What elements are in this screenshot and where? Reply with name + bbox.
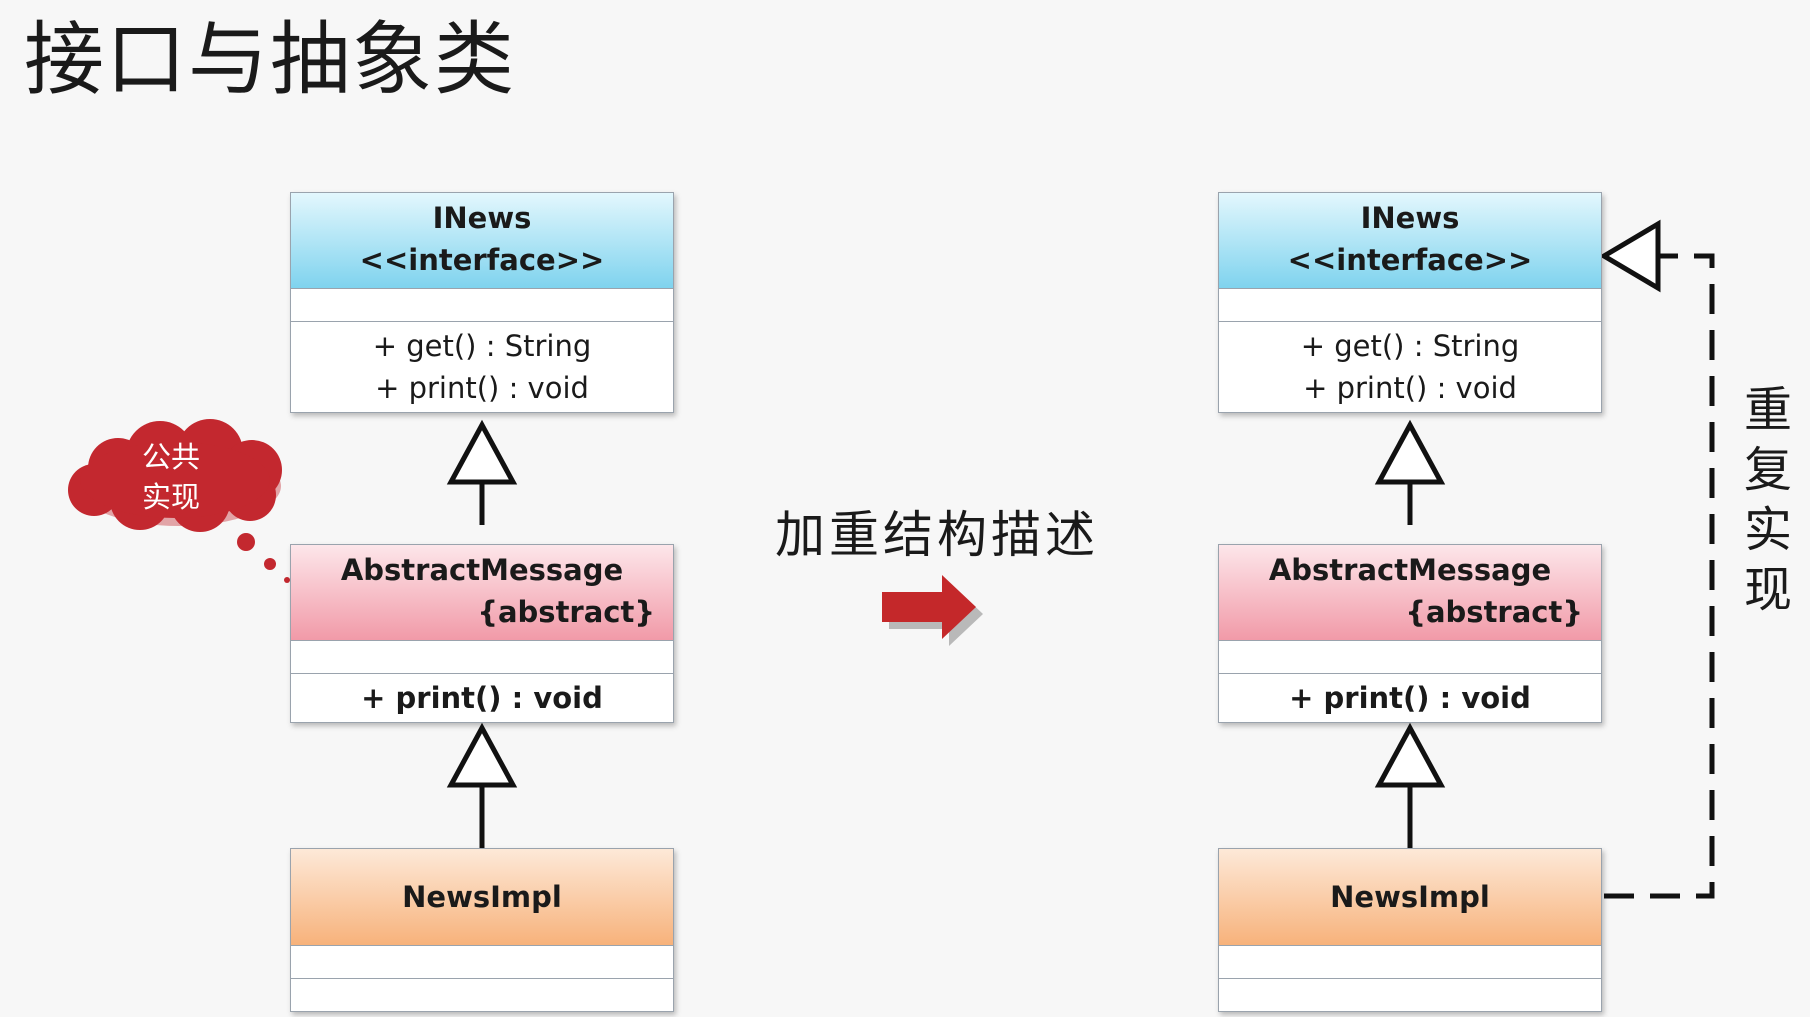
operation: + get() : String bbox=[1300, 329, 1520, 363]
right-impl-class: NewsImpl bbox=[1218, 848, 1602, 1012]
class-name: AbstractMessage bbox=[1268, 553, 1552, 587]
attribute-compartment bbox=[291, 945, 673, 978]
right-generalization-abstract-to-interface bbox=[1374, 419, 1446, 525]
operation-compartment: + print() : void bbox=[291, 673, 673, 722]
operation-compartment: + get() : String + print() : void bbox=[1219, 321, 1601, 412]
operation-compartment bbox=[291, 978, 673, 1011]
middle-label: 加重结构描述 bbox=[775, 506, 1099, 564]
left-interface-class: INews <<interface>> + get() : String + p… bbox=[290, 192, 674, 413]
slide-title: 接口与抽象类 bbox=[24, 13, 516, 106]
class-name: NewsImpl bbox=[1219, 849, 1601, 945]
operation: + print() : void bbox=[375, 371, 589, 405]
right-generalization-impl-to-abstract bbox=[1374, 722, 1446, 848]
stereotype: {abstract} bbox=[477, 595, 655, 629]
class-name: NewsImpl bbox=[291, 849, 673, 945]
cloud-label: 公共实现 bbox=[141, 440, 200, 514]
left-generalization-impl-to-abstract bbox=[446, 722, 518, 848]
attribute-compartment bbox=[1219, 640, 1601, 673]
class-name: INews bbox=[432, 201, 532, 235]
attribute-compartment bbox=[291, 288, 673, 321]
operation: + print() : void bbox=[1289, 681, 1531, 715]
transform-arrow-icon bbox=[882, 575, 983, 646]
class-name: AbstractMessage bbox=[340, 553, 624, 587]
operation-compartment: + get() : String + print() : void bbox=[291, 321, 673, 412]
operation-compartment: + print() : void bbox=[1219, 673, 1601, 722]
attribute-compartment bbox=[1219, 945, 1601, 978]
operation: + get() : String bbox=[372, 329, 592, 363]
stereotype: <<interface>> bbox=[1287, 243, 1533, 277]
class-name: INews bbox=[1360, 201, 1460, 235]
operation-compartment bbox=[1219, 978, 1601, 1011]
right-realization-impl-to-interface bbox=[1599, 219, 1715, 899]
left-generalization-abstract-to-interface bbox=[446, 419, 518, 525]
stereotype: <<interface>> bbox=[359, 243, 605, 277]
stereotype: {abstract} bbox=[1405, 595, 1583, 629]
right-interface-class: INews <<interface>> + get() : String + p… bbox=[1218, 192, 1602, 413]
side-label-repeated-implementation: 重复实现 bbox=[1743, 382, 1792, 618]
attribute-compartment bbox=[1219, 288, 1601, 321]
attribute-compartment bbox=[291, 640, 673, 673]
operation: + print() : void bbox=[1303, 371, 1517, 405]
left-abstract-class: AbstractMessage {abstract} + print() : v… bbox=[290, 544, 674, 723]
cloud-callout bbox=[68, 419, 290, 583]
left-impl-class: NewsImpl bbox=[290, 848, 674, 1012]
operation: + print() : void bbox=[361, 681, 603, 715]
right-abstract-class: AbstractMessage {abstract} + print() : v… bbox=[1218, 544, 1602, 723]
